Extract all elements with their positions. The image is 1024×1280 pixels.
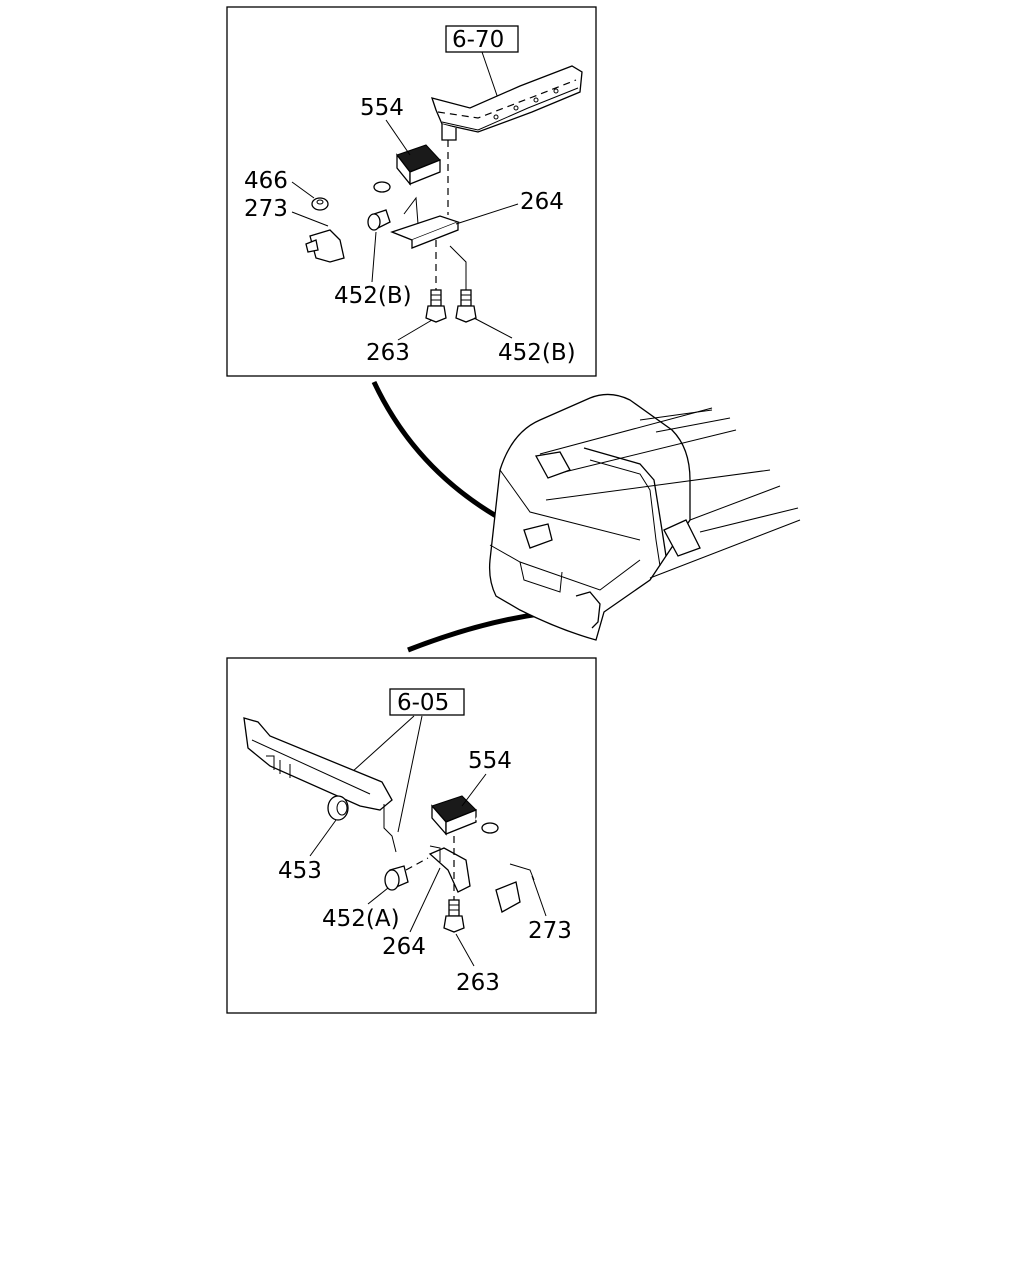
ref-box-label: 6-05: [397, 690, 449, 716]
leader-466: [291, 181, 315, 199]
label-466: 466: [244, 168, 288, 194]
leader-273-top: [291, 211, 329, 227]
leader-452b-right: [473, 317, 513, 339]
harness-bottom: [475, 816, 535, 913]
ref-box-6-05[interactable]: 6-05: [389, 688, 465, 716]
label-554-top: 554: [360, 95, 404, 121]
leader-273-bottom: [531, 875, 547, 917]
label-554-bottom: 554: [468, 748, 512, 774]
bottom-panel-frame: [226, 657, 597, 1014]
label-264-top: 264: [520, 189, 564, 215]
label-263-bottom: 263: [456, 970, 500, 996]
bracket-264-bottom[interactable]: [428, 845, 471, 893]
assembly-line-3: [449, 245, 467, 290]
leader-263-top: [397, 319, 433, 341]
leader-554-top: [385, 119, 411, 156]
bracket-264-top[interactable]: [390, 196, 460, 249]
label-452b-right: 452(B): [498, 340, 576, 366]
grommet-453[interactable]: [327, 795, 349, 821]
leader-264-top: [455, 203, 519, 225]
leader-452b-left: [371, 231, 377, 283]
top-panel-frame: [226, 6, 597, 377]
leader-453: [309, 819, 337, 857]
leader-6-05-b: [397, 715, 423, 833]
top-detail-panel: 6-70 554: [226, 6, 597, 377]
ref-box-6-70[interactable]: 6-70: [445, 25, 519, 53]
leader-6-05-a: [351, 715, 415, 773]
bolt-263-bottom[interactable]: [443, 899, 465, 933]
relay-554-bottom[interactable]: [431, 795, 477, 836]
assembly-line-452a: [405, 857, 429, 871]
bolt-452a[interactable]: [384, 865, 409, 891]
frame-rail: [431, 65, 583, 141]
leader-264-bottom: [409, 867, 441, 933]
label-273-top: 273: [244, 196, 288, 222]
nut-466[interactable]: [311, 197, 329, 211]
label-452b-left: 452(B): [334, 283, 412, 309]
label-264-bottom: 264: [382, 934, 426, 960]
bolt-452b-left[interactable]: [367, 209, 391, 231]
leader-554-bottom: [461, 773, 487, 807]
bottom-detail-panel: 6-05 453 554: [226, 657, 597, 1014]
ref-box-label: 6-70: [452, 27, 504, 53]
harness-top: [305, 174, 401, 263]
frame-rail-bottom: [243, 717, 397, 853]
label-273-bottom: 273: [528, 918, 572, 944]
label-453: 453: [278, 858, 322, 884]
leader-263-bottom: [455, 933, 475, 967]
label-263-top: 263: [366, 340, 410, 366]
bolt-452b-right[interactable]: [455, 289, 477, 323]
relay-554-top[interactable]: [396, 144, 441, 186]
vehicle-cab-overview: [488, 393, 801, 641]
leader-452a: [367, 887, 389, 905]
bolt-263-top[interactable]: [425, 289, 447, 323]
label-452a: 452(A): [322, 906, 400, 932]
